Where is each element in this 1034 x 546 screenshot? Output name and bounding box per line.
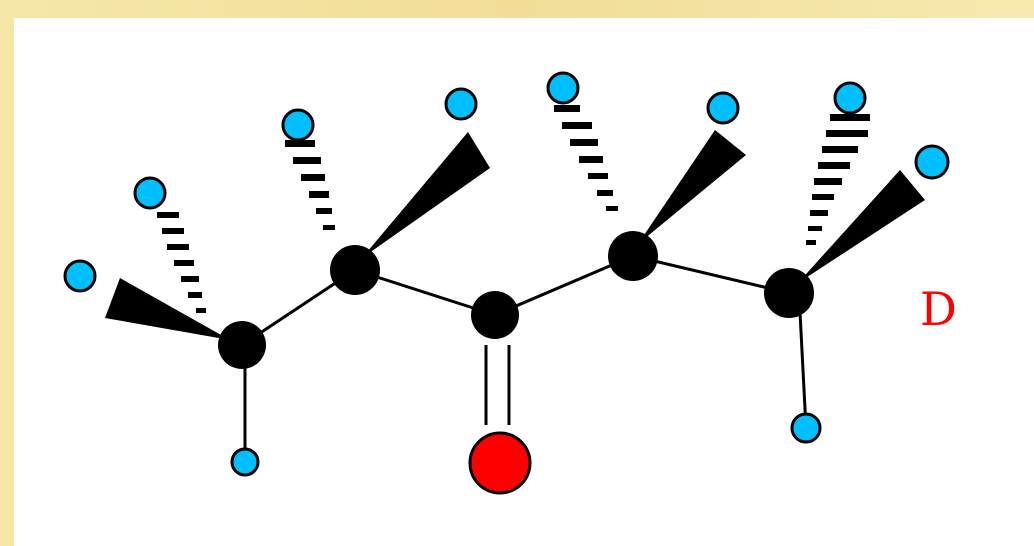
hydrogen-atom: [706, 91, 740, 125]
carbon-atom: [471, 291, 519, 339]
hydrogen-atom: [63, 259, 97, 293]
hydrogen-atom: [546, 71, 580, 105]
hash-c1-h: [157, 212, 206, 313]
hashed-bonds: [157, 105, 870, 313]
wedge-c4-h: [638, 130, 746, 244]
carbon-atom: [218, 321, 266, 369]
carbon-atom: [330, 245, 380, 295]
hash-c4-h: [554, 105, 618, 211]
carbon-bonds: [241, 254, 790, 347]
hydrogen-atom: [281, 108, 315, 142]
hydrogen-atom: [230, 447, 260, 477]
hydrogen-atom: [790, 412, 822, 444]
wedge-c1-h: [105, 278, 230, 340]
hash-c5-h: [806, 114, 870, 245]
hydrogen-atom: [444, 87, 478, 121]
wedge-c5-h: [798, 170, 925, 283]
carbon-atom: [608, 231, 658, 281]
hydrogen-atom: [133, 176, 167, 210]
hydrogen-atoms: [63, 71, 950, 477]
hash-c2-h: [285, 140, 335, 230]
bond-c3-c4: [494, 254, 634, 317]
bond-c4-c5: [632, 254, 790, 295]
hydrogen-atom: [833, 81, 867, 115]
carbon-atom: [764, 268, 814, 318]
oxygen-atom: [468, 431, 532, 495]
hydrogen-bonds-plain: [243, 292, 808, 462]
hydrogen-atom: [914, 144, 950, 180]
wedge-bonds: [105, 130, 925, 340]
wedge-c2-h: [362, 132, 490, 258]
carbonyl-double-bond: [484, 345, 511, 425]
carbon-atoms: [218, 231, 814, 369]
diagram-label: D: [920, 282, 957, 336]
